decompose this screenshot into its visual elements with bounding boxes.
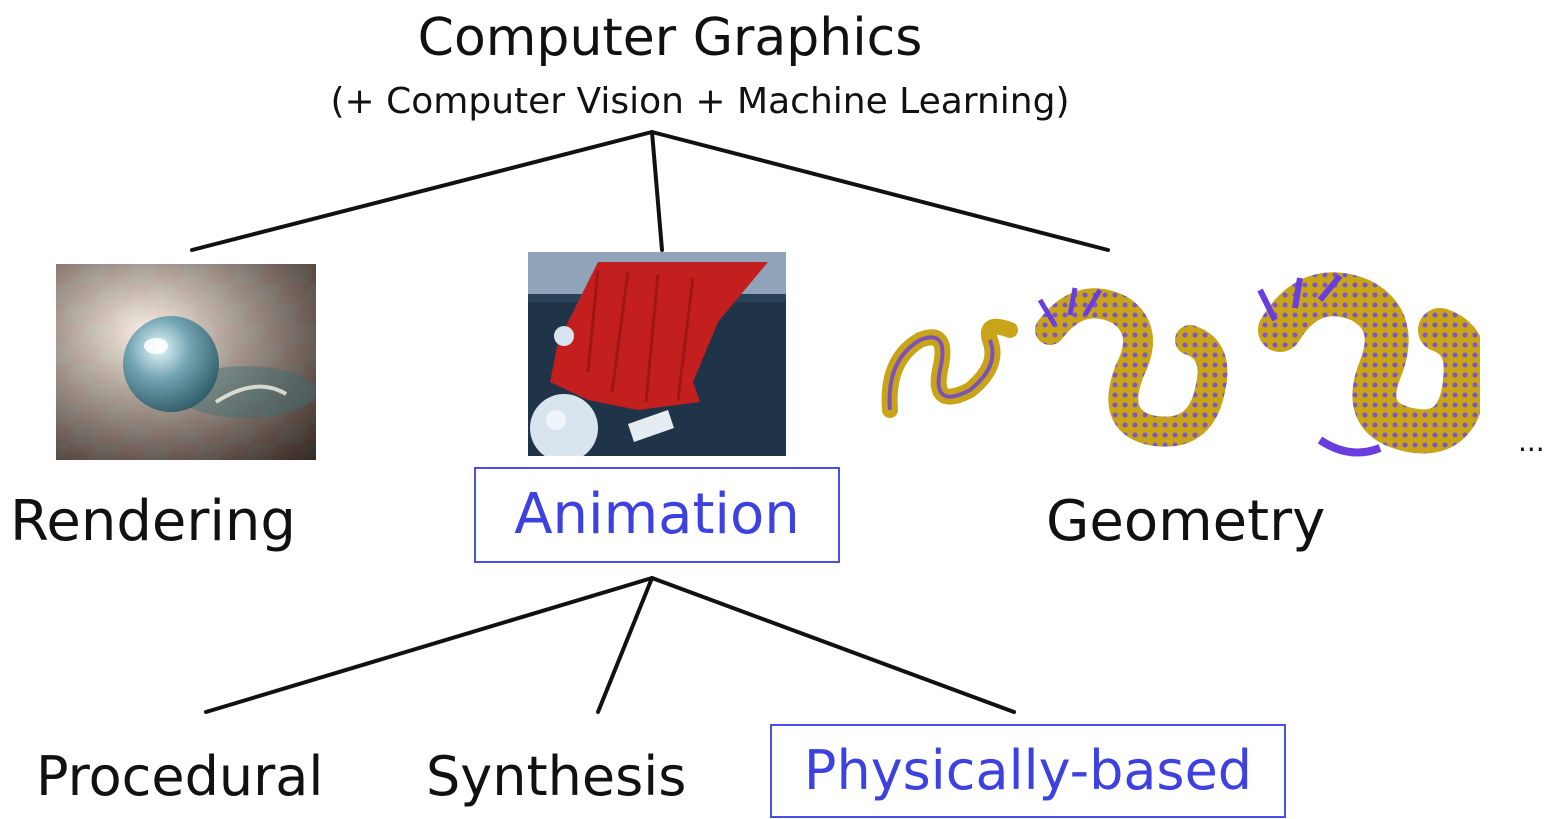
edge-root-geometry [650,130,1110,252]
edge-animation-physical [650,576,1016,714]
dragon-mid-detail [1035,287,1228,447]
node-animation: Animation [474,467,840,563]
diagram-title: Computer Graphics [417,8,923,68]
node-more-ellipsis: ... [1518,425,1545,458]
red-cloth [550,262,768,410]
geometry-image [881,272,1480,457]
node-synthesis: Synthesis [426,745,687,808]
rendering-image [56,264,316,460]
animation-image [528,252,786,456]
dragon-high-detail [1257,272,1480,457]
node-rendering: Rendering [10,489,296,554]
edge-animation-procedural [204,576,654,714]
diagram-subtitle: (+ Computer Vision + Machine Learning) [330,81,1070,122]
node-geometry: Geometry [1046,489,1326,554]
edge-animation-synthesis [596,576,654,714]
edge-root-rendering [190,130,654,252]
node-procedural: Procedural [36,745,324,808]
node-physically-based: Physically-based [770,724,1286,818]
dragon-low-detail [881,318,1018,418]
edge-root-animation [650,130,664,252]
glass-sphere [123,316,219,412]
